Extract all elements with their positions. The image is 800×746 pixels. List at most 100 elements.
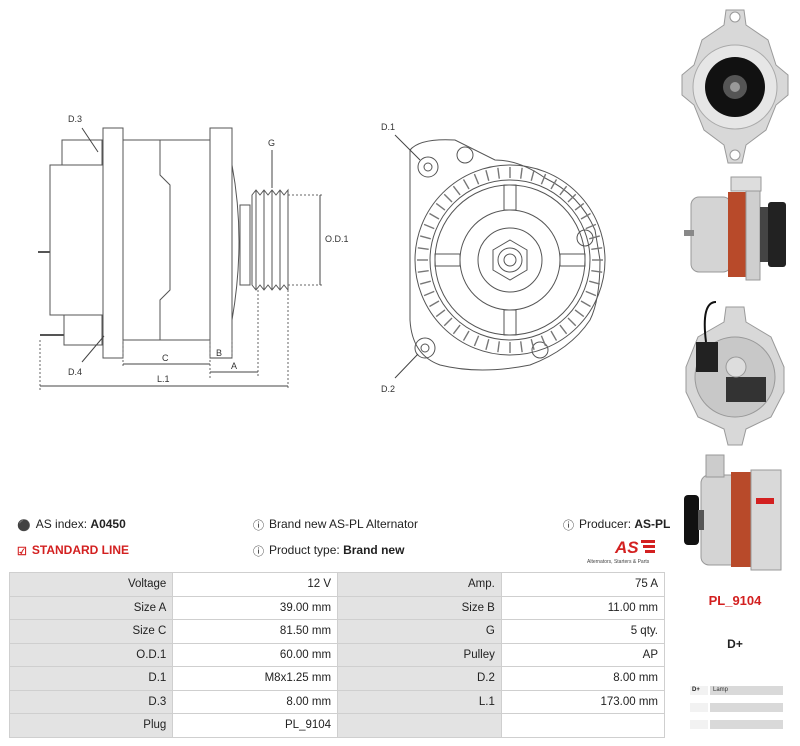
- spec-label: G: [337, 619, 502, 644]
- fan-slot: [417, 270, 429, 273]
- label-a: A: [231, 361, 237, 371]
- fan-slot: [473, 173, 480, 185]
- fan-slot: [585, 223, 597, 230]
- rear-terminal-block: [61, 139, 103, 166]
- lower-mount: [63, 314, 103, 346]
- spec-value: 39.00 mm: [172, 595, 339, 620]
- plug-terminal: D+: [727, 637, 743, 651]
- fan-slot: [485, 339, 490, 351]
- fan-slot: [423, 290, 435, 297]
- spec-value: 11.00 mm: [500, 595, 666, 620]
- label-d4: D.4: [68, 367, 82, 377]
- fan-slot: [452, 185, 461, 196]
- label-b: B: [216, 348, 222, 358]
- photo-rear-view: [685, 301, 785, 446]
- photo-front-view: [681, 9, 789, 164]
- info-icon: ⓘ: [253, 546, 264, 558]
- shaft-nut: [492, 239, 528, 281]
- fan-slot: [485, 169, 490, 181]
- spec-value: PL_9104: [172, 713, 339, 738]
- fan-slot: [540, 335, 547, 347]
- spec-label: Size B: [337, 595, 502, 620]
- fan-slot: [452, 324, 461, 335]
- rear-housing: [49, 164, 111, 316]
- spec-value: [500, 713, 666, 738]
- pin-row: [690, 703, 783, 712]
- svg-text:AS: AS: [614, 538, 639, 557]
- spec-value: M8x1.25 mm: [172, 666, 339, 691]
- fan-slot: [550, 330, 558, 341]
- photo-side-view: [684, 176, 786, 281]
- label-l1: L.1: [157, 374, 170, 384]
- fan-slot: [580, 212, 591, 220]
- fan-slot: [589, 280, 601, 285]
- fan-slot: [550, 179, 558, 190]
- front-spokes: [434, 184, 586, 336]
- as-index: ⚫AS index: A0450: [17, 517, 126, 532]
- fan-slot: [530, 339, 535, 351]
- fan-slot: [443, 193, 453, 203]
- svg-text:Alternators, Starters & Parts: Alternators, Starters & Parts: [587, 559, 650, 565]
- fan-slot: [580, 300, 591, 308]
- spec-label: Size C: [8, 619, 174, 644]
- spec-label: O.D.1: [8, 642, 174, 667]
- spec-label: D.1: [8, 666, 174, 691]
- fan-slot: [520, 341, 523, 353]
- pin-key: D+: [690, 686, 708, 695]
- spec-label: D.3: [8, 689, 174, 714]
- pin-value: [710, 703, 783, 712]
- fan-slot: [473, 335, 480, 347]
- label-d3: D.3: [68, 114, 82, 124]
- fan-slot: [530, 169, 535, 181]
- spec-value: 60.00 mm: [172, 642, 339, 667]
- spec-value: 8.00 mm: [500, 666, 666, 691]
- label-d2: D.2: [381, 384, 395, 394]
- fan-slot: [589, 235, 601, 240]
- spec-label: Size A: [8, 595, 174, 620]
- fan-slot: [559, 324, 568, 335]
- fan-slot: [417, 247, 429, 250]
- fan-slot: [443, 317, 453, 327]
- pin-value: Lamp: [710, 686, 783, 695]
- spec-label: Plug: [8, 713, 174, 738]
- fan-slot: [429, 212, 440, 220]
- fan-slot: [462, 179, 470, 190]
- mount-hole-d1: [417, 156, 439, 178]
- spec-value: AP: [500, 642, 666, 667]
- spec-label: Pulley: [337, 642, 502, 667]
- spec-value: 75 A: [500, 572, 666, 597]
- spec-value: 173.00 mm: [500, 689, 666, 714]
- fan-slot: [423, 223, 435, 230]
- fan-slot: [419, 235, 431, 240]
- fan-slot: [435, 202, 446, 211]
- label-g: G: [268, 138, 275, 148]
- pulley-hub: [239, 204, 251, 286]
- fan-slot: [462, 330, 470, 341]
- rear-flange: [102, 127, 124, 359]
- spec-label: D.2: [337, 666, 502, 691]
- pin-value: [710, 720, 783, 729]
- pin-row: D+ Lamp: [690, 686, 783, 695]
- fan-slot: [567, 317, 577, 327]
- info-icon: ⓘ: [253, 520, 264, 532]
- pin-key: [690, 720, 708, 729]
- fan-slot: [574, 202, 585, 211]
- technical-drawing: D.3 D.4 G O.D.1 C B A L.1 D.1 D.2: [38, 114, 606, 394]
- fan-slot: [429, 300, 440, 308]
- plug-code: PL_9104: [708, 593, 762, 608]
- fan-slot: [497, 341, 500, 353]
- check-square-icon: ☑: [17, 546, 27, 558]
- spec-label: Voltage: [8, 572, 174, 597]
- product-type-value: Brand new: [343, 543, 405, 557]
- pulley-grooves: [251, 188, 289, 292]
- as-pl-logo: AS Alternators, Starters & Parts: [585, 536, 665, 566]
- fan-slot: [591, 247, 603, 250]
- producer-value: AS-PL: [634, 517, 671, 531]
- fan-slot: [497, 167, 500, 179]
